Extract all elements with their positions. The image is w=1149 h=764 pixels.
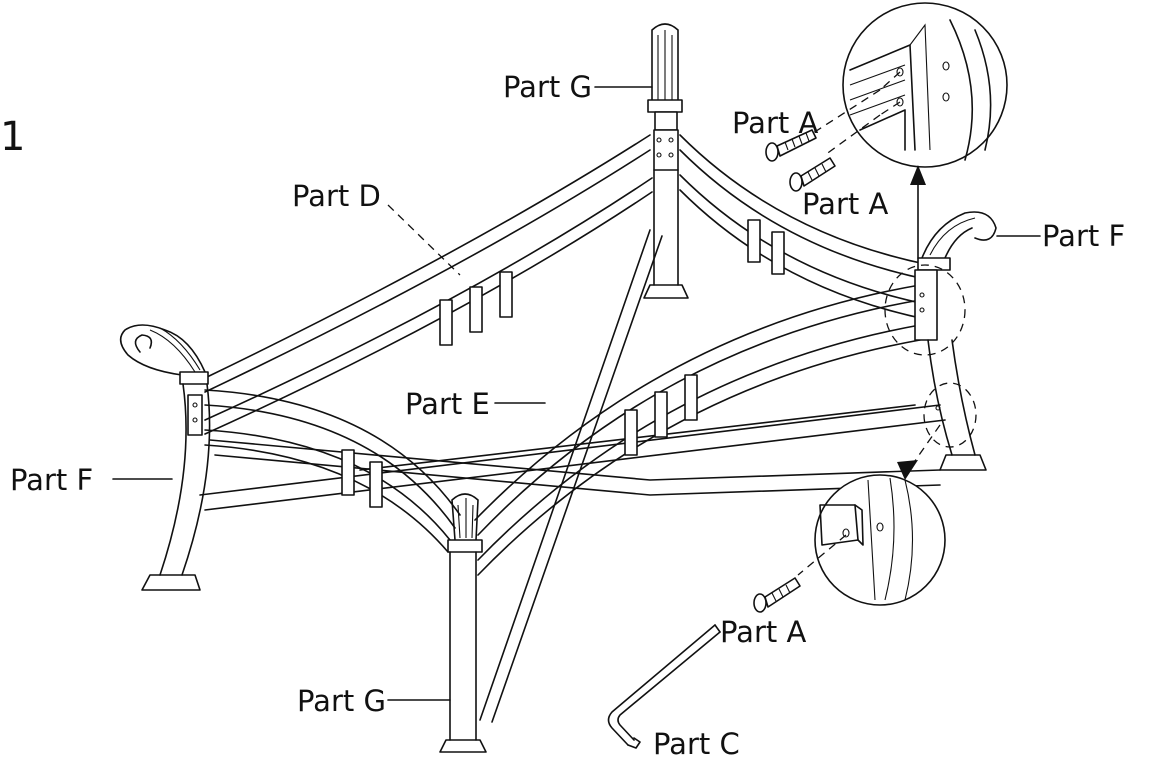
part-d-rails bbox=[204, 134, 931, 435]
step-number: 1 bbox=[0, 114, 25, 160]
part-g-bottom-post bbox=[439, 493, 487, 753]
label-part-g-top: Part G bbox=[503, 70, 592, 104]
label-part-a-upper-2: Part A bbox=[802, 187, 888, 221]
upper-screws bbox=[765, 89, 881, 192]
screw-upper-2 bbox=[789, 157, 836, 192]
label-part-f-right: Part F bbox=[1042, 219, 1125, 253]
part-e-front-rails bbox=[204, 284, 921, 576]
part-c-hex-key bbox=[607, 624, 721, 749]
label-part-a-lower: Part A bbox=[720, 615, 806, 649]
label-part-a-upper-1: Part A bbox=[732, 106, 818, 140]
part-f-left-leg bbox=[119, 324, 211, 591]
part-f-right-leg bbox=[884, 211, 997, 471]
label-part-e: Part E bbox=[405, 387, 490, 421]
diagonal-strut bbox=[479, 229, 663, 723]
screw-upper-1 bbox=[765, 129, 817, 162]
label-part-g-bottom: Part G bbox=[297, 684, 386, 718]
label-leaders bbox=[112, 86, 1041, 701]
upper-detail-callout bbox=[842, 2, 1008, 259]
part-g-top-post bbox=[643, 23, 689, 299]
label-part-d: Part D bbox=[292, 179, 381, 213]
part-labels: Part G Part A Part A Part D Part F Part … bbox=[10, 70, 1125, 761]
lower-detail-callout bbox=[797, 424, 946, 606]
label-part-f-left: Part F bbox=[10, 463, 93, 497]
label-part-c: Part C bbox=[653, 727, 740, 761]
screw-lower bbox=[753, 577, 801, 613]
